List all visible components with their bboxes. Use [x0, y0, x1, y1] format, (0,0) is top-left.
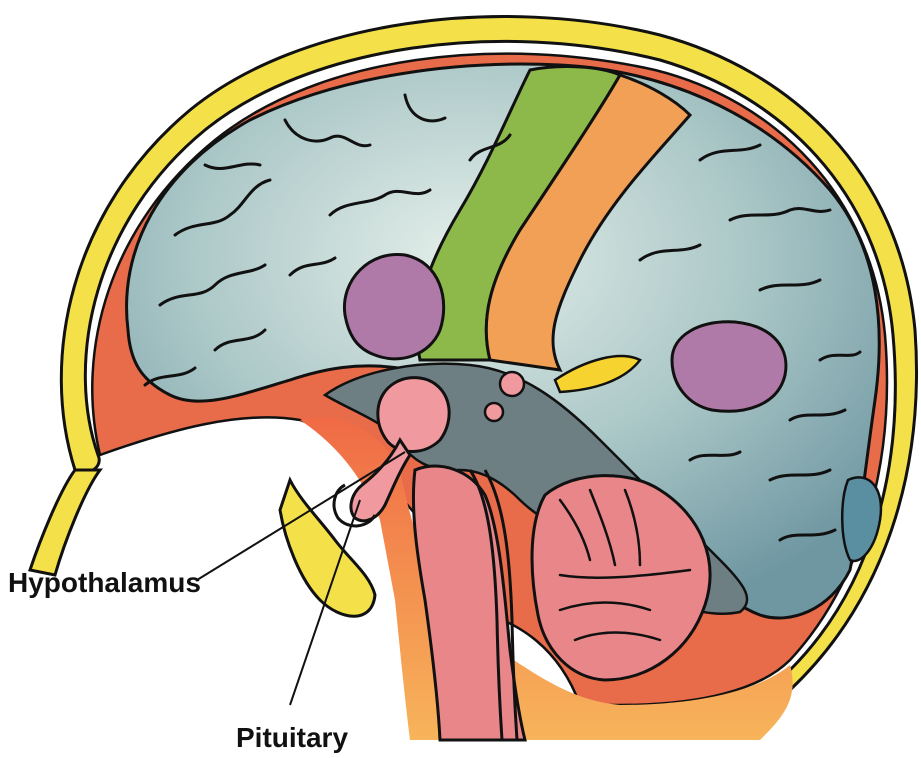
purple-region-front: [344, 254, 443, 358]
skull-base: [30, 470, 100, 575]
pituitary-label: Pituitary: [236, 722, 348, 753]
purple-region-back: [672, 322, 786, 411]
hypothalamus-label: Hypothalamus: [8, 567, 201, 598]
hypothalamus-structure: [378, 378, 449, 452]
pink-bulb-small: [500, 372, 524, 396]
pink-bulb-small-2: [485, 403, 503, 421]
